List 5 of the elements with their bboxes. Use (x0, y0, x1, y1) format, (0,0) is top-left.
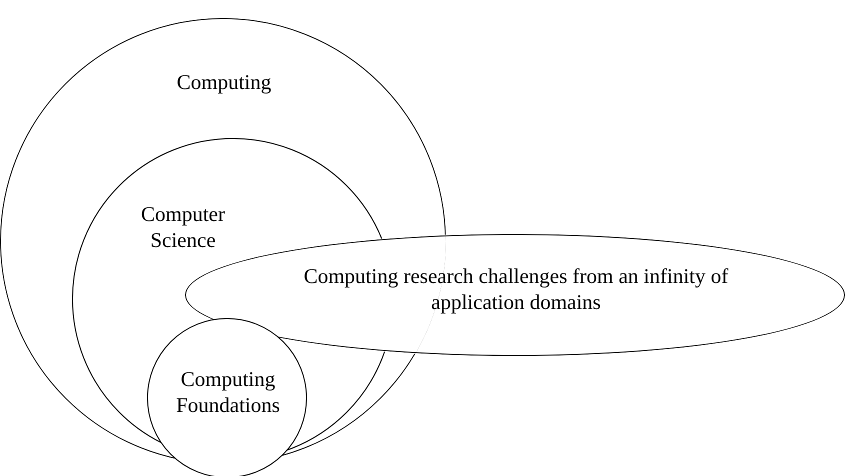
small-circle (147, 318, 307, 476)
circle-label: Computing (176, 69, 272, 96)
circle-label: Computing Foundations (175, 366, 281, 418)
circle-label: Computer Science (140, 201, 226, 254)
ellipse-label: Computing research challenges from an infinity of application domains (302, 263, 730, 316)
